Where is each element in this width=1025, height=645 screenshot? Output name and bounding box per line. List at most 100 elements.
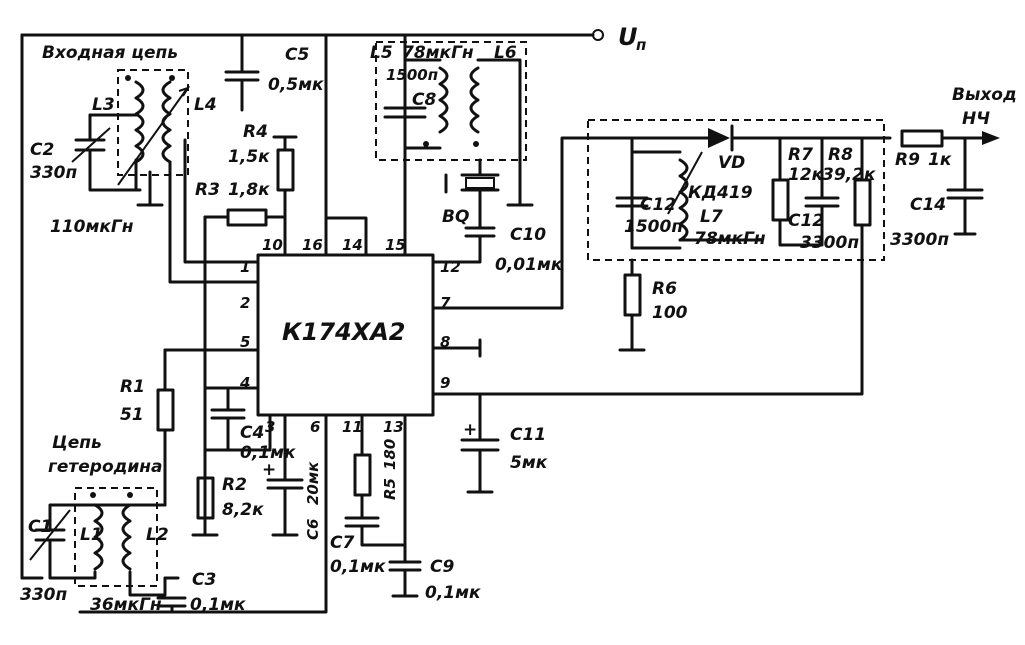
pin-8: 8	[440, 333, 450, 351]
r3-resistor	[226, 208, 268, 227]
c4-value: 0,1мк	[240, 443, 296, 463]
c9-label: C9	[430, 557, 454, 577]
c8-label: C8	[412, 90, 436, 110]
pin-13: 13	[383, 418, 404, 436]
r7-resistor	[771, 178, 790, 222]
r5-label: R5	[381, 478, 399, 500]
r7-value: 12к	[788, 165, 824, 185]
c2-value: 330п	[30, 163, 77, 183]
c10-label: C10	[510, 225, 546, 245]
pin-15: 15	[385, 236, 406, 254]
supply-label: U	[618, 23, 638, 51]
c12a-label: C12	[640, 195, 676, 215]
pin-9: 9	[440, 374, 450, 392]
c12b-value: 3300п	[800, 233, 859, 253]
c7-label: C7	[330, 533, 354, 553]
osc-shield	[74, 487, 158, 587]
c9-value: 0,1мк	[425, 583, 481, 603]
l6-label: L6	[494, 43, 517, 63]
c7-value: 0,1мк	[330, 557, 386, 577]
l2-label: L2	[146, 525, 169, 545]
c6-label: C6	[304, 519, 322, 540]
c1-value: 330п	[20, 585, 67, 605]
bq-label: BQ	[442, 207, 469, 227]
pin-10: 10	[262, 236, 283, 254]
r7-label: R7	[788, 145, 813, 165]
c5-value: 0,5мк	[268, 75, 324, 95]
r4-value: 1,5к	[228, 147, 270, 167]
r5-resistor	[353, 453, 372, 497]
c14-label: C14	[910, 195, 946, 215]
r3-label: R3	[195, 180, 220, 200]
r1-resistor	[156, 388, 175, 432]
l5-label: L5	[370, 43, 393, 63]
r3-value: 1,8к	[228, 180, 270, 200]
r8-value: 39,2к	[822, 165, 876, 185]
l7-label: L7	[700, 207, 723, 227]
c11-plus: +	[463, 420, 477, 440]
r1-value: 51	[120, 405, 144, 425]
pin-16: 16	[302, 236, 323, 254]
pin-14: 14	[342, 236, 363, 254]
c11-label: C11	[510, 425, 546, 445]
c6-plus: +	[262, 460, 276, 480]
c8-value: 1500п	[386, 66, 438, 84]
pin-11: 11	[342, 418, 363, 436]
r8-resistor	[853, 178, 872, 227]
r4-label: R4	[243, 122, 268, 142]
c14-value: 3300п	[890, 230, 949, 250]
c6-value: 20мк	[304, 461, 322, 505]
c4-label: C4	[240, 423, 264, 443]
input-circuit-title: Входная цепь	[42, 43, 178, 63]
pin-2: 2	[240, 294, 250, 312]
c3-value: 0,1мк	[190, 595, 246, 615]
detector-shield	[587, 119, 885, 261]
osc-title-2: гетеродина	[48, 457, 163, 477]
c12b-label: C12	[788, 211, 824, 231]
input-shield	[117, 69, 189, 176]
c11-value: 5мк	[510, 453, 548, 473]
vd-type: КД419	[688, 183, 753, 203]
pin-6: 6	[310, 418, 320, 436]
pin-7: 7	[440, 294, 451, 312]
vd-label: VD	[718, 153, 745, 173]
l5-value: 78мкГн	[402, 43, 474, 63]
c5-label: C5	[285, 45, 309, 65]
pin-1: 1	[240, 258, 250, 276]
l1-value: 36мкГн	[90, 595, 162, 615]
c1-label: C1	[28, 517, 52, 537]
r8-label: R8	[828, 145, 853, 165]
supply-rail	[20, 29, 604, 580]
c12a-value: 1500п	[624, 217, 683, 237]
r9-value: 1к	[928, 150, 952, 170]
pin-4: 4	[239, 374, 250, 392]
chip-body	[256, 253, 435, 417]
l3-label: L3	[92, 95, 115, 115]
r6-label: R6	[652, 279, 677, 299]
supply-label-sub: п	[636, 36, 646, 54]
r9-resistor	[900, 129, 944, 148]
l5-l6-shield	[375, 41, 527, 161]
r9-label: R9	[895, 150, 920, 170]
r4-resistor	[276, 148, 295, 192]
chip-label: К174ХА2	[282, 318, 406, 346]
osc-title-1: Цепь	[52, 433, 102, 453]
r6-value: 100	[652, 303, 688, 323]
pin-5: 5	[240, 333, 250, 351]
output-label-1: Выход	[952, 85, 1017, 105]
l4-value: 110мкГн	[50, 217, 134, 237]
l3-coil	[134, 80, 145, 164]
r6-resistor	[623, 273, 642, 317]
c3-label: C3	[192, 570, 216, 590]
r1-label: R1	[120, 377, 145, 397]
c2-label: C2	[30, 140, 54, 160]
l1-label: L1	[80, 525, 103, 545]
r5-value: 180	[381, 439, 399, 470]
l7-value: 78мкГн	[694, 229, 766, 249]
r2-label: R2	[222, 475, 247, 495]
c10-value: 0,01мк	[495, 255, 563, 275]
l4-label: L4	[194, 95, 217, 115]
r2-value: 8,2к	[222, 500, 264, 520]
